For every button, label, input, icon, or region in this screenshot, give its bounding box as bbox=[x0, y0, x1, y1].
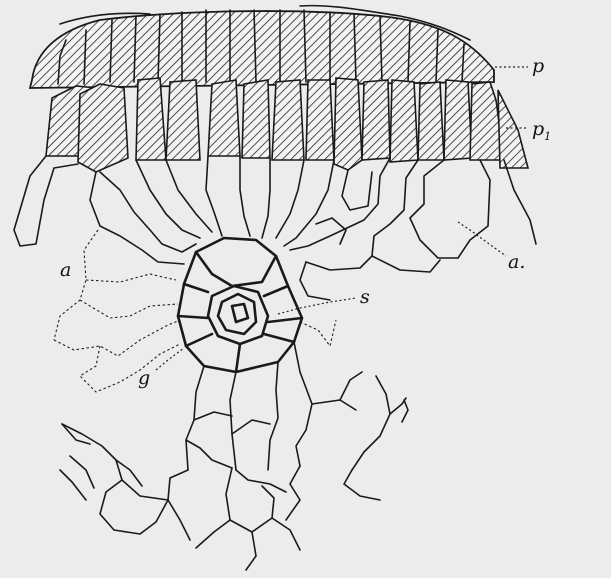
lower-palisade-layer bbox=[46, 78, 528, 172]
label-a-left: a bbox=[60, 259, 71, 281]
lower-tissue bbox=[60, 342, 408, 570]
label-s: s bbox=[360, 286, 370, 308]
label-a-right: a. bbox=[508, 251, 525, 273]
vascular-strand bbox=[208, 286, 268, 344]
label-p1: p1 bbox=[532, 118, 551, 143]
label-p: p bbox=[532, 55, 544, 77]
upper-palisade-layer bbox=[30, 6, 494, 88]
label-g: g bbox=[138, 367, 150, 389]
collecting-cells bbox=[14, 156, 536, 300]
